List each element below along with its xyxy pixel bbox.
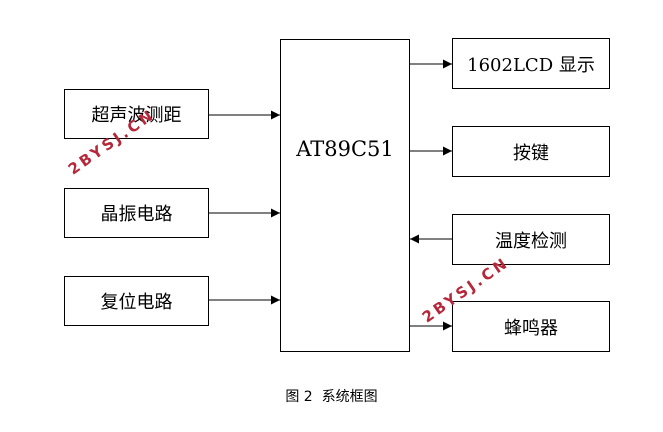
block-ultrasonic-ranging: 超声波测距 (64, 89, 209, 139)
block-crystal-oscillator-label: 晶振电路 (100, 204, 173, 225)
block-keys: 按键 (452, 126, 610, 177)
block-buzzer: 蜂鸣器 (452, 301, 610, 352)
block-lcd-display-label: 1602LCD 显示 (467, 54, 595, 76)
block-temperature-detection: 温度检测 (452, 214, 610, 265)
block-temperature-detection-label: 温度检测 (495, 230, 567, 252)
block-reset-circuit: 复位电路 (64, 276, 209, 326)
block-lcd-display: 1602LCD 显示 (452, 38, 610, 89)
block-mcu-label: AT89C51 (296, 137, 394, 161)
block-mcu: AT89C51 (280, 39, 410, 352)
block-crystal-oscillator: 晶振电路 (64, 188, 209, 238)
block-buzzer-label: 蜂鸣器 (504, 317, 558, 339)
block-reset-circuit-label: 复位电路 (100, 292, 173, 313)
block-keys-label: 按键 (513, 142, 549, 164)
figure-caption: 图 2 系统框图 (285, 389, 378, 405)
block-ultrasonic-ranging-label: 超声波测距 (91, 105, 182, 126)
